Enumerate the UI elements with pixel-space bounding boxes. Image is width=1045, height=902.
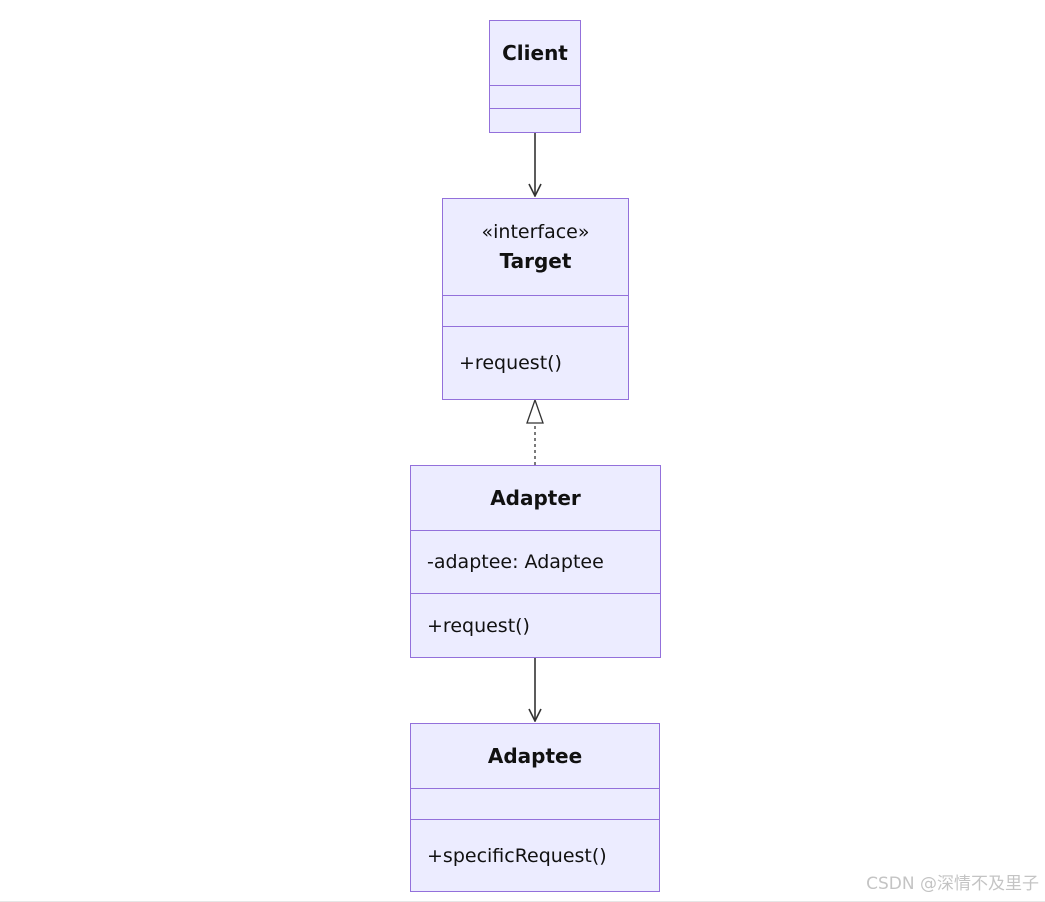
class-adapter-attribute: -adaptee: Adaptee (427, 550, 604, 573)
class-target-name: Target (499, 249, 572, 273)
class-adapter-name: Adapter (490, 486, 581, 510)
class-client[interactable]: Client (489, 20, 581, 133)
class-adaptee-methods: +specificRequest() (411, 820, 659, 891)
class-adaptee-attributes (411, 788, 659, 820)
class-target-methods: +request() (443, 327, 628, 399)
class-adapter-attributes: -adaptee: Adaptee (411, 530, 660, 594)
class-adaptee-name: Adaptee (487, 744, 583, 768)
class-adapter-header: Adapter (411, 466, 660, 531)
class-target[interactable]: «interface» Target +request() (442, 198, 629, 400)
class-adapter-methods: +request() (411, 594, 660, 657)
class-adapter[interactable]: Adapter -adaptee: Adaptee +request() (410, 465, 661, 658)
class-client-methods (490, 109, 580, 133)
class-adaptee-header: Adaptee (411, 724, 659, 789)
class-client-attributes (490, 85, 580, 109)
class-adaptee[interactable]: Adaptee +specificRequest() (410, 723, 660, 892)
class-client-name: Client (502, 41, 568, 65)
watermark: CSDN @深情不及里子 (866, 874, 1039, 894)
class-adapter-method: +request() (427, 614, 530, 637)
class-target-stereotype: «interface» (481, 221, 590, 243)
class-adaptee-method: +specificRequest() (427, 844, 607, 867)
realization-arrowhead (526, 398, 544, 424)
class-target-header: «interface» Target (443, 199, 628, 296)
class-client-header: Client (490, 21, 580, 86)
class-target-method: +request() (459, 352, 562, 374)
class-target-attributes (443, 295, 628, 327)
